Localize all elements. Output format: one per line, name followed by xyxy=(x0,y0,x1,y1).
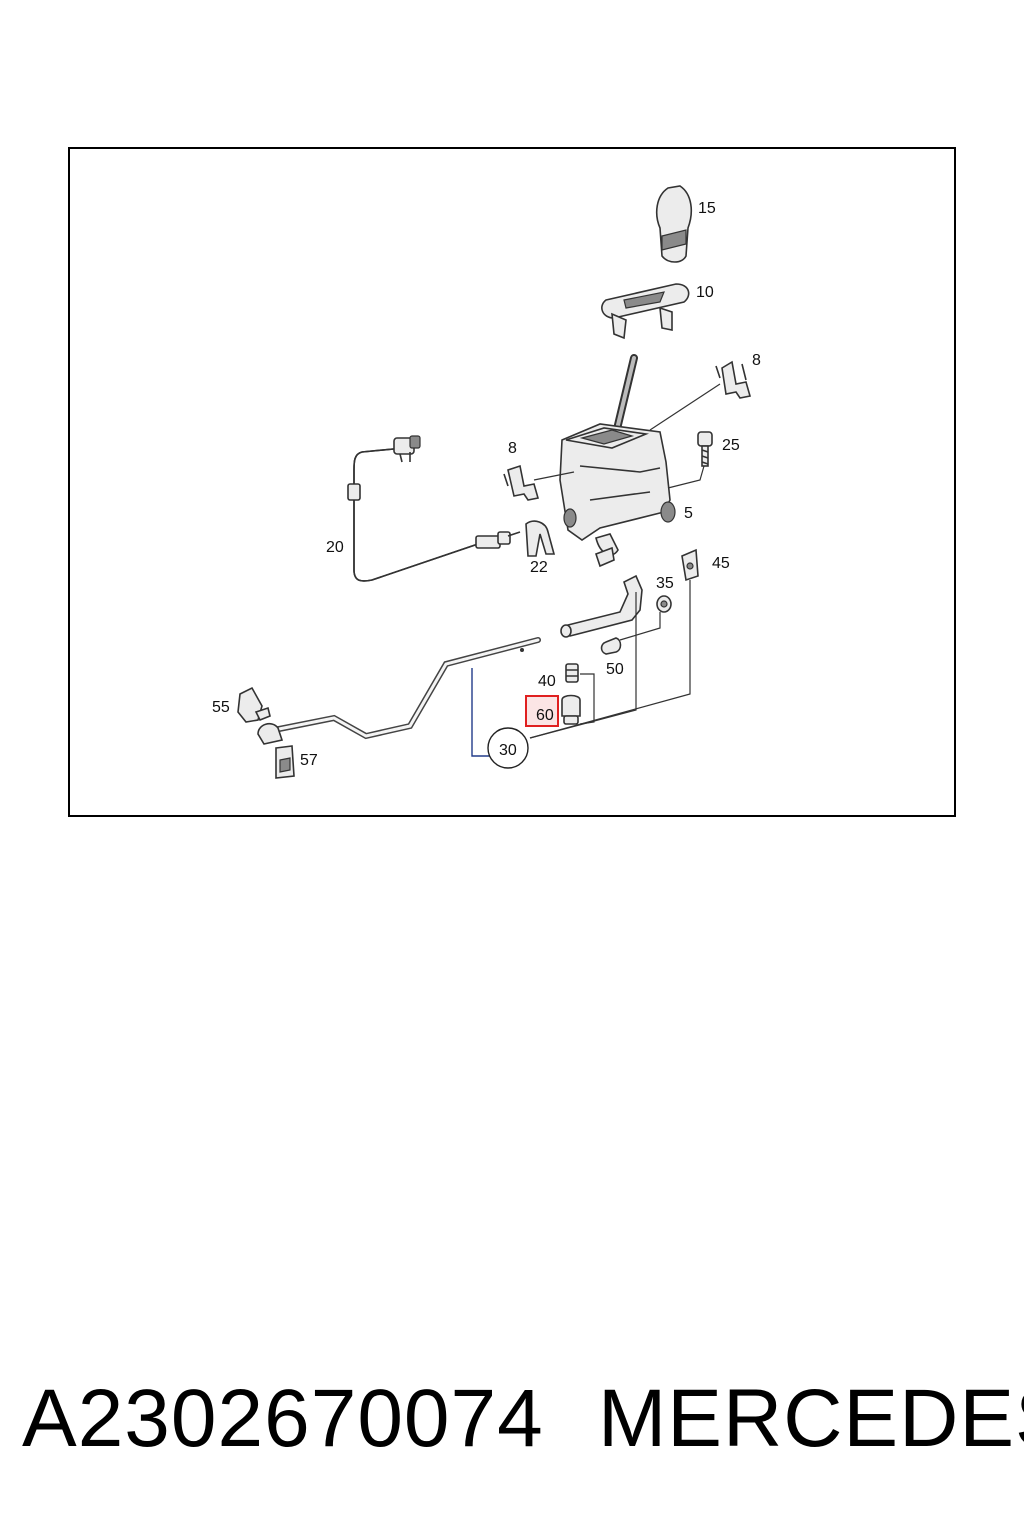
lever-arm-part[interactable] xyxy=(560,574,643,638)
part-number: A2302670074 xyxy=(22,1373,544,1464)
pin-part-50[interactable] xyxy=(600,637,622,655)
callout-50: 50 xyxy=(606,661,624,678)
clip-part-8-left[interactable] xyxy=(503,464,540,501)
callout-25: 25 xyxy=(722,437,740,454)
shift-rod-part[interactable] xyxy=(271,637,541,740)
bracket-part-45[interactable] xyxy=(681,548,699,582)
callout-45: 45 xyxy=(712,555,730,572)
callout-8-upper: 8 xyxy=(752,352,761,369)
leader-8-left xyxy=(533,471,575,481)
nut-part-40[interactable] xyxy=(565,663,579,683)
callout-22: 22 xyxy=(530,559,548,576)
callout-10: 10 xyxy=(696,284,714,301)
callout-circle-30[interactable] xyxy=(487,727,529,769)
callout-15: 15 xyxy=(698,200,716,217)
callout-8-left: 8 xyxy=(508,440,517,457)
leader-8-upper xyxy=(649,383,721,431)
callout-60: 60 xyxy=(536,707,554,724)
callout-5: 5 xyxy=(684,505,693,522)
diagram-frame xyxy=(68,147,956,817)
rod-end-joint xyxy=(257,722,284,745)
clip-part-8-upper[interactable] xyxy=(715,360,752,399)
bushing-part-35[interactable] xyxy=(656,595,672,613)
clip-part-57[interactable] xyxy=(275,745,295,779)
clip-part-55[interactable] xyxy=(237,686,271,723)
retaining-clip-part-22[interactable] xyxy=(525,520,556,557)
brand-name: MERCEDES xyxy=(598,1373,1024,1464)
callout-55: 55 xyxy=(212,699,230,716)
shift-gate-cover-part[interactable] xyxy=(601,283,690,340)
highlight-box-60[interactable] xyxy=(525,695,559,727)
selector-cable-part[interactable] xyxy=(347,435,521,582)
callout-57: 57 xyxy=(300,752,318,769)
callout-20: 20 xyxy=(326,539,344,556)
callout-40: 40 xyxy=(538,673,556,690)
leader-25 xyxy=(667,465,705,489)
shifter-housing-part[interactable] xyxy=(559,423,676,568)
ball-socket-part-60[interactable] xyxy=(561,694,581,725)
callout-35: 35 xyxy=(656,575,674,592)
assembly-leaders-30 xyxy=(471,580,691,757)
bolt-part-25[interactable] xyxy=(697,431,713,467)
callout-30: 30 xyxy=(499,742,517,759)
shift-knob-part[interactable] xyxy=(655,185,693,263)
